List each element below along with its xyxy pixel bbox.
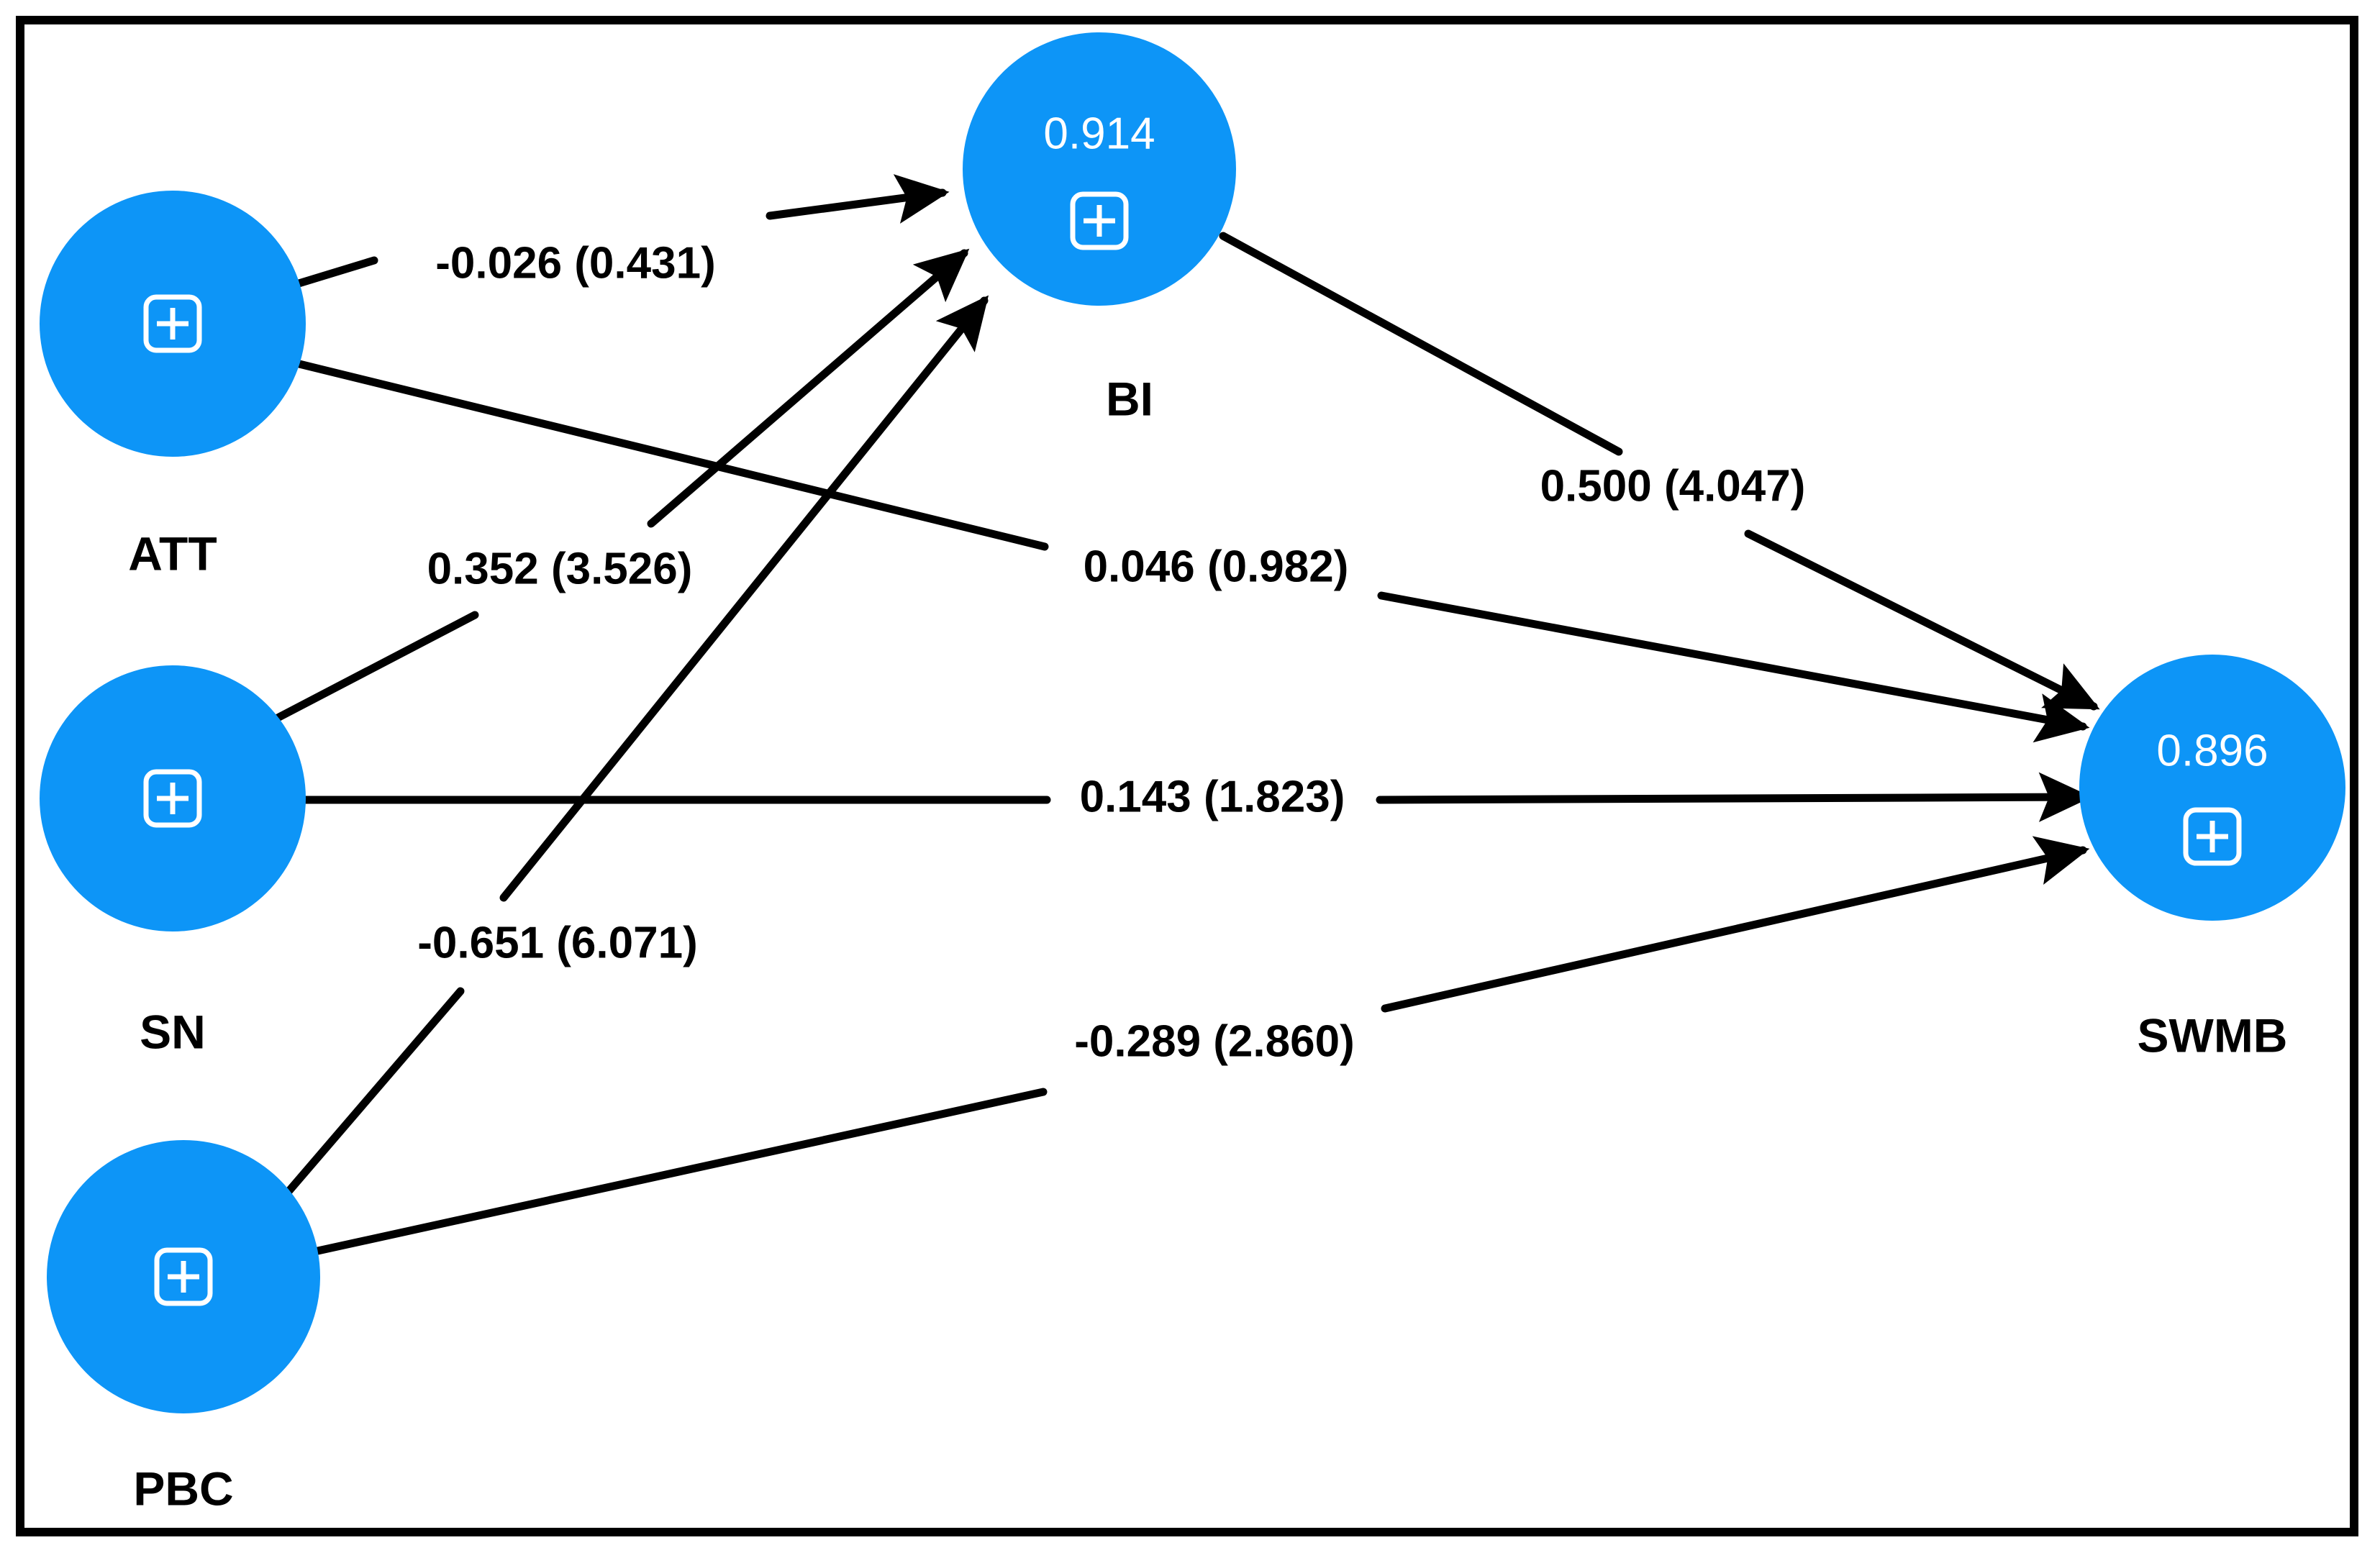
- edge-label-att-bi-text: -0.026 (0.431): [435, 238, 715, 288]
- plus-in-square-icon: [143, 294, 202, 353]
- edge-label-pbc-bi-text: -0.651 (6.071): [417, 918, 697, 967]
- edge-sn-swmb: [301, 772, 2092, 822]
- node-pbc[interactable]: PBC: [47, 1140, 320, 1515]
- edge-label-pbc-swmb-text: -0.289 (2.860): [1074, 1016, 1354, 1066]
- node-bi-label: BI: [1106, 372, 1153, 425]
- edge-label-pbc-swmb: -0.289 (2.860): [1074, 1016, 1354, 1066]
- node-sn-label: SN: [140, 1005, 206, 1058]
- node-sn[interactable]: SN: [40, 665, 306, 1058]
- edge-label-pbc-bi: -0.651 (6.071): [417, 918, 697, 967]
- node-swmb-r2: 0.896: [2156, 726, 2268, 775]
- node-bi-circle[interactable]: [963, 32, 1236, 306]
- plus-in-square-icon: [154, 1247, 213, 1306]
- node-bi[interactable]: 0.914 BI: [963, 32, 1236, 425]
- edge-pbc-bi: [282, 295, 989, 1198]
- edge-att-swmb: [292, 359, 2090, 743]
- node-swmb[interactable]: 0.896 SWMB: [2079, 655, 2345, 1062]
- node-pbc-label: PBC: [133, 1462, 233, 1515]
- edge-att-bi: [292, 174, 950, 288]
- edge-label-bi-swmb-text: 0.500 (4.047): [1540, 461, 1806, 511]
- edge-label-att-swmb: 0.046 (0.982): [1084, 542, 1349, 591]
- plus-in-square-icon: [2183, 807, 2242, 866]
- edge-label-att-bi: -0.026 (0.431): [435, 238, 715, 288]
- edge-label-sn-bi: 0.352 (3.526): [427, 544, 693, 593]
- node-att[interactable]: ATT: [40, 191, 306, 580]
- node-att-label: ATT: [128, 527, 217, 580]
- node-swmb-circle[interactable]: [2079, 655, 2345, 921]
- node-bi-r2: 0.914: [1043, 109, 1155, 158]
- edge-label-sn-bi-text: 0.352 (3.526): [427, 544, 693, 593]
- edge-label-bi-swmb: 0.500 (4.047): [1540, 461, 1806, 511]
- edge-label-sn-swmb: 0.143 (1.823): [1080, 772, 1345, 821]
- edge-pbc-swmb: [304, 836, 2090, 1257]
- edge-label-sn-swmb-text: 0.143 (1.823): [1080, 772, 1345, 821]
- edge-label-att-swmb-text: 0.046 (0.982): [1084, 542, 1349, 591]
- edge-sn-bi: [271, 248, 970, 724]
- plus-in-square-icon: [1070, 191, 1129, 250]
- plus-in-square-icon: [143, 769, 202, 828]
- node-swmb-label: SWMB: [2138, 1008, 2288, 1062]
- edge-bi-swmb: [1219, 232, 2100, 711]
